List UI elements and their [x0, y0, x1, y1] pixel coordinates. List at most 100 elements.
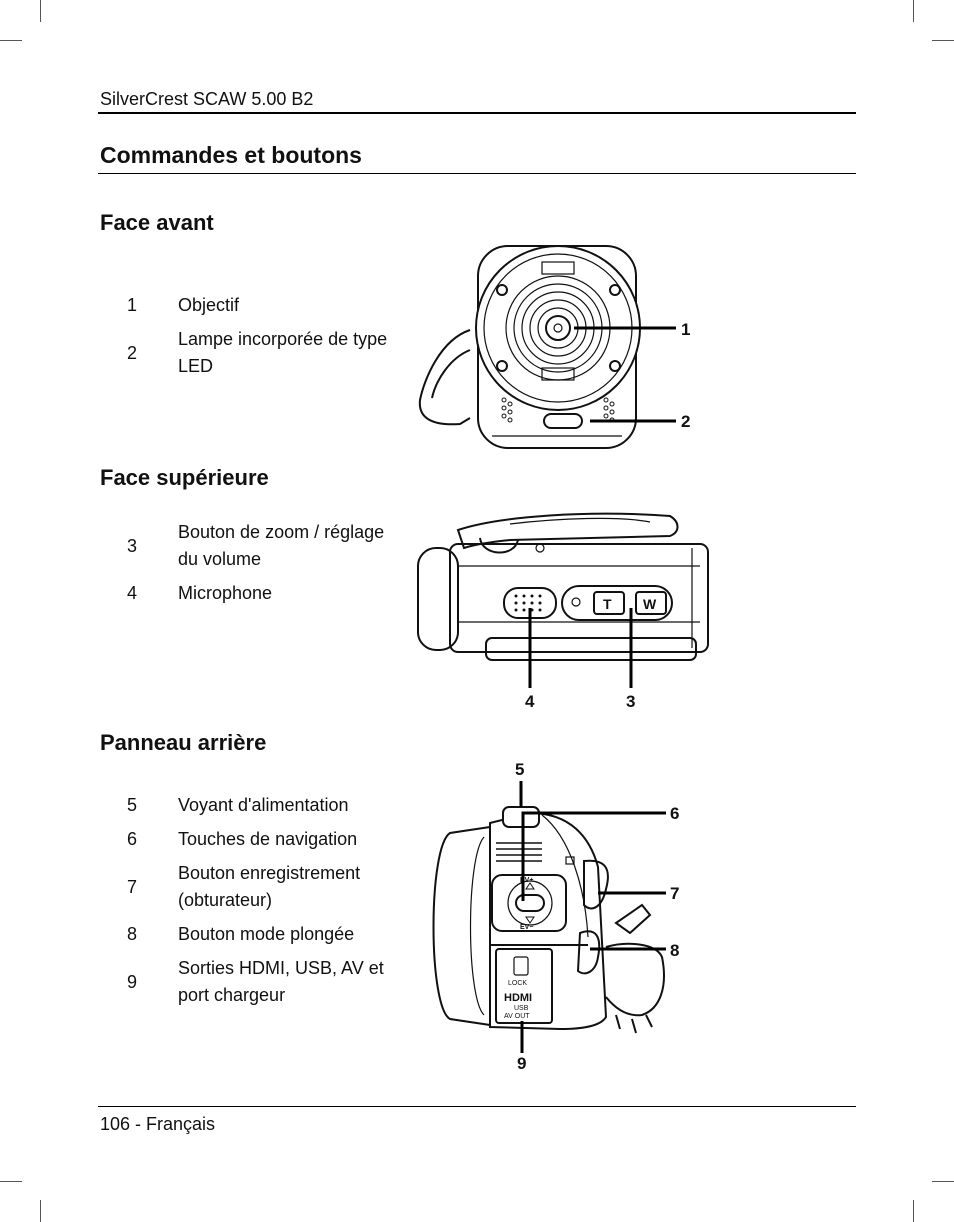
nav-ring: [507, 880, 553, 926]
record-button: [583, 859, 609, 910]
zoom-tele-label: T: [603, 596, 612, 612]
nav-down-icon: [525, 916, 535, 924]
top-items: 3 Bouton de zoom / réglage du volume 4 M…: [100, 519, 400, 614]
camera-rear-figure: EV+ EV− LOCK HDMI USB AV OUT 5 6 7 8 9: [432, 760, 679, 1073]
section-title-rear: Panneau arrière: [100, 730, 267, 755]
section-title-front: Face avant: [100, 210, 214, 235]
lock-label: LOCK: [508, 980, 527, 987]
section-title-top: Face supérieure: [100, 465, 269, 490]
strap-outline: [418, 329, 471, 426]
callout-4: 4: [525, 692, 535, 711]
item-number: 9: [127, 971, 138, 992]
strap-foot: [615, 1014, 653, 1034]
crop-mark: [913, 0, 914, 22]
callout-1: 1: [681, 320, 690, 339]
item-text: Bouton de zoom / réglage du volume: [178, 522, 385, 569]
crop-mark: [932, 40, 954, 41]
callout-2: 2: [681, 412, 690, 431]
header-rule: [98, 112, 856, 114]
crop-mark: [913, 1200, 914, 1222]
page-number: 106 - Français: [100, 1114, 216, 1134]
lens-center: [545, 315, 571, 341]
crop-mark: [40, 0, 41, 22]
document-header: SilverCrest SCAW 5.00 B2: [100, 89, 314, 109]
nav-up-icon: [525, 882, 535, 890]
item-number: 6: [127, 829, 138, 849]
crop-mark: [0, 1181, 22, 1182]
zoom-panel: [561, 585, 673, 621]
item-text: Objectif: [178, 295, 240, 315]
hand-strap: [605, 942, 665, 1017]
item-text: Bouton mode plongée: [178, 924, 355, 944]
lock-switch: [513, 956, 529, 976]
list-item: 2 Lampe incorporée de type LED: [100, 326, 400, 380]
list-item: 4 Microphone: [100, 580, 400, 607]
item-number: 3: [127, 535, 138, 556]
list-item: 1 Objectif: [100, 292, 400, 319]
top-strap-stitch: [509, 517, 651, 525]
dive-mode-button: [576, 930, 601, 975]
callout-7: 7: [670, 884, 679, 903]
item-text: Sorties HDMI, USB, AV et port chargeur: [178, 958, 384, 1005]
item-number: 8: [127, 924, 138, 944]
callout-9: 9: [517, 1054, 526, 1073]
strap-buckle: [614, 903, 652, 935]
callout-6: 6: [670, 804, 679, 823]
panel-dot: [571, 597, 581, 607]
nav-ok-button: [515, 894, 545, 912]
lens-side-inner: [469, 836, 485, 1016]
lens-side: [432, 826, 491, 1026]
list-item: 5 Voyant d'alimentation: [100, 792, 400, 819]
callout-3: 3: [626, 692, 635, 711]
microphone-holes: [514, 594, 542, 612]
item-text: Lampe incorporée de type LED: [178, 329, 388, 376]
lens-notch: [541, 367, 575, 381]
zoom-wide-button: [635, 591, 667, 615]
item-text: Voyant d'alimentation: [178, 795, 349, 815]
item-text: Microphone: [178, 583, 273, 603]
lens-core: [553, 323, 563, 333]
led-lamp: [543, 413, 583, 429]
usb-label: USB: [514, 1005, 529, 1012]
front-items: 1 Objectif 2 Lampe incorporée de type LE…: [100, 292, 400, 387]
item-text: Touches de navigation: [178, 829, 358, 849]
item-number: 4: [127, 583, 138, 603]
footer-rule: [98, 1106, 856, 1107]
av-out-label: AV OUT: [504, 1013, 530, 1020]
port-door: [495, 948, 553, 1024]
ev-plus-label: EV+: [520, 877, 533, 884]
strap-inner: [431, 349, 471, 399]
callout-8: 8: [670, 941, 679, 960]
top-strap: [456, 512, 679, 550]
power-led: [502, 806, 540, 828]
record-mode-icon: [565, 856, 575, 865]
list-item: 9 Sorties HDMI, USB, AV et port chargeur: [100, 955, 400, 1009]
zoom-tele-button: [593, 591, 625, 615]
screw-icon: [496, 360, 508, 372]
leader-line-6: [521, 811, 666, 901]
item-number: 5: [127, 795, 138, 815]
speaker-grille-left: [501, 397, 513, 423]
lens-notch: [541, 261, 575, 275]
item-text: Bouton enregistrement (obturateur): [178, 863, 361, 910]
item-number: 7: [127, 876, 138, 897]
body-curve: [541, 814, 589, 938]
crop-mark: [40, 1200, 41, 1222]
list-item: 7 Bouton enregistrement (obturateur): [100, 860, 400, 914]
screw-icon: [609, 360, 621, 372]
zoom-wide-label: W: [643, 596, 657, 612]
camera-front-figure: 1 2: [418, 245, 690, 449]
list-item: 3 Bouton de zoom / réglage du volume: [100, 519, 400, 573]
page-title: Commandes et boutons: [100, 142, 362, 168]
list-item: 8 Bouton mode plongée: [100, 921, 400, 948]
top-button: [535, 543, 545, 553]
lens-barrel: [417, 547, 459, 651]
hdmi-label: HDMI: [504, 992, 532, 1004]
navigation-pad: [491, 874, 567, 932]
crop-mark: [932, 1181, 954, 1182]
callout-5: 5: [515, 760, 524, 779]
camera-body: [489, 811, 608, 1031]
camera-top-figure: T W 4 3: [417, 512, 709, 711]
ev-minus-label: EV−: [520, 924, 533, 931]
camera-body: [449, 543, 709, 653]
